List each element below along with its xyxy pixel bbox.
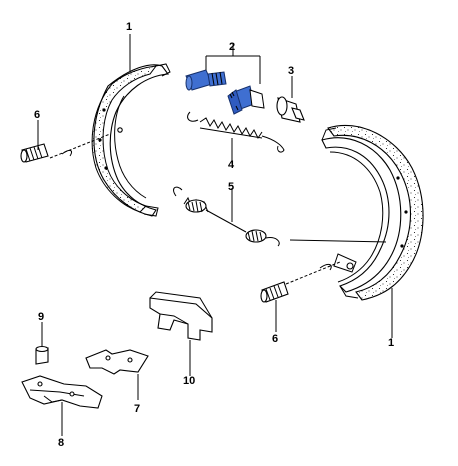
adjuster-star-wheel [227,85,265,115]
callout-3: 3 [288,65,294,77]
adjuster-screw [185,69,227,91]
parking-brake-lever [21,375,103,409]
callout-2: 2 [229,41,235,53]
leader-lines [37,34,393,436]
callout-6-right: 6 [272,333,278,345]
callout-1-left: 1 [126,21,132,33]
callout-6-left: 6 [34,109,40,121]
callout-10: 10 [183,375,195,387]
callout-7: 7 [134,403,140,415]
brake-shoe-left [91,63,171,217]
adjuster-sleeve [276,96,305,123]
callout-8: 8 [58,437,64,449]
callout-1-right: 1 [388,337,394,349]
spring-cup-left [20,143,49,163]
bracket [149,291,213,341]
lever-plate [85,349,149,375]
upper-return-spring [187,111,285,153]
callout-9: 9 [38,311,44,323]
callout-5: 5 [228,181,234,193]
lower-return-spring [173,186,280,247]
sleeve-pin [35,345,49,365]
spring-cup-right [260,281,289,303]
brake-shoe-right [321,124,424,301]
hold-down-pin-left [49,133,111,159]
callout-4: 4 [228,159,235,171]
